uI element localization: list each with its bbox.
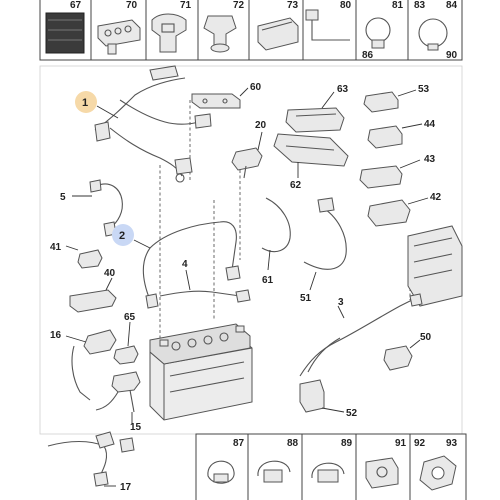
thumb-part-89[interactable]: 89 bbox=[311, 438, 353, 483]
part-62-bracket[interactable] bbox=[273, 133, 349, 167]
callout-53: 53 bbox=[418, 84, 430, 95]
callout-44: 44 bbox=[424, 119, 436, 130]
thumb-label-84: 84 bbox=[446, 0, 458, 11]
bottom-label-92: 92 bbox=[414, 438, 426, 449]
part-65-terminal[interactable] bbox=[113, 345, 139, 365]
callout-3: 3 bbox=[338, 297, 344, 308]
control-unit-box[interactable] bbox=[407, 225, 463, 307]
callout-61: 61 bbox=[262, 275, 274, 286]
thumb-label-80: 80 bbox=[340, 0, 352, 11]
part-17-ground-cable[interactable] bbox=[47, 431, 135, 487]
callout-51: 51 bbox=[300, 293, 312, 304]
callout-52: 52 bbox=[346, 408, 358, 419]
callout-17: 17 bbox=[120, 482, 132, 493]
thumb-label-81: 81 bbox=[392, 0, 404, 11]
thumb-label-70: 70 bbox=[126, 0, 138, 11]
thumb-label-83: 83 bbox=[414, 0, 426, 11]
thumb-part-87[interactable]: 87 bbox=[207, 438, 245, 484]
thumb-part-92[interactable]: 92 93 bbox=[414, 438, 458, 491]
thumb-label-90: 90 bbox=[446, 50, 458, 61]
thumb-label-86: 86 bbox=[362, 50, 374, 61]
callout-65: 65 bbox=[124, 312, 136, 323]
callout-60: 60 bbox=[250, 82, 262, 93]
thumb-label-73: 73 bbox=[287, 0, 299, 11]
battery[interactable] bbox=[149, 323, 253, 421]
thumb-part-81[interactable]: 81 86 bbox=[362, 0, 404, 61]
part-63-bracket[interactable] bbox=[285, 107, 345, 133]
part-60-bracket[interactable] bbox=[191, 93, 241, 109]
callout-2-highlight bbox=[112, 224, 134, 246]
thumb-part-72[interactable]: 72 bbox=[203, 0, 245, 53]
thumb-label-67: 67 bbox=[70, 0, 82, 11]
part-2-cable[interactable] bbox=[142, 221, 241, 309]
callout-5: 5 bbox=[60, 192, 66, 203]
thumb-part-70[interactable]: 70 bbox=[97, 0, 141, 55]
bottom-label-93: 93 bbox=[446, 438, 458, 449]
bottom-label-89: 89 bbox=[341, 438, 353, 449]
part-3-cable[interactable] bbox=[299, 293, 423, 377]
callout-1: 1 bbox=[82, 97, 88, 109]
thumb-label-71: 71 bbox=[180, 0, 192, 11]
callout-43: 43 bbox=[424, 154, 436, 165]
callout-41: 41 bbox=[50, 242, 62, 253]
top-parts-strip: 67 70 71 72 73 80 bbox=[39, 0, 463, 61]
thumb-part-91[interactable]: 91 bbox=[365, 438, 407, 489]
thumb-part-88[interactable]: 88 bbox=[257, 438, 299, 483]
thumb-part-73[interactable]: 73 bbox=[257, 0, 299, 51]
thumb-part-80[interactable]: 80 bbox=[305, 0, 352, 41]
callout-40: 40 bbox=[104, 268, 116, 279]
callout-62: 62 bbox=[290, 180, 302, 191]
part-51-strap[interactable] bbox=[303, 197, 347, 270]
bottom-label-87: 87 bbox=[233, 438, 245, 449]
part-4-cable[interactable] bbox=[159, 289, 251, 303]
part-20-connector[interactable] bbox=[231, 147, 263, 179]
callout-42: 42 bbox=[430, 192, 442, 203]
callout-2: 2 bbox=[119, 230, 125, 242]
part-43-clip[interactable] bbox=[359, 165, 403, 189]
part-41-clip[interactable] bbox=[77, 249, 103, 269]
callout-16: 16 bbox=[50, 330, 62, 341]
part-53-clip[interactable] bbox=[363, 91, 399, 113]
part-52-bracket[interactable] bbox=[299, 379, 325, 413]
part-44-clip[interactable] bbox=[367, 125, 403, 149]
part-16-terminal[interactable] bbox=[71, 329, 117, 401]
callout-15: 15 bbox=[130, 422, 142, 433]
callout-20: 20 bbox=[255, 120, 267, 131]
callout-4: 4 bbox=[182, 259, 188, 270]
callout-50: 50 bbox=[420, 332, 432, 343]
thumb-part-71[interactable]: 71 bbox=[151, 0, 192, 53]
callout-1-highlight bbox=[75, 91, 97, 113]
part-50-clip[interactable] bbox=[383, 345, 413, 371]
thumb-part-67[interactable]: 67 bbox=[45, 0, 85, 54]
callout-63: 63 bbox=[337, 84, 349, 95]
part-40-bracket[interactable] bbox=[69, 289, 117, 313]
part-42-clip[interactable] bbox=[367, 199, 411, 227]
thumb-part-83[interactable]: 83 84 90 bbox=[414, 0, 458, 61]
bottom-parts-strip: 87 88 89 91 92 93 bbox=[195, 433, 467, 500]
bottom-label-88: 88 bbox=[287, 438, 299, 449]
part-15-terminal[interactable] bbox=[95, 371, 141, 413]
part-61-strap[interactable] bbox=[261, 197, 291, 253]
thumb-label-72: 72 bbox=[233, 0, 245, 11]
bottom-label-91: 91 bbox=[395, 438, 407, 449]
part-1-harness[interactable] bbox=[94, 65, 212, 183]
